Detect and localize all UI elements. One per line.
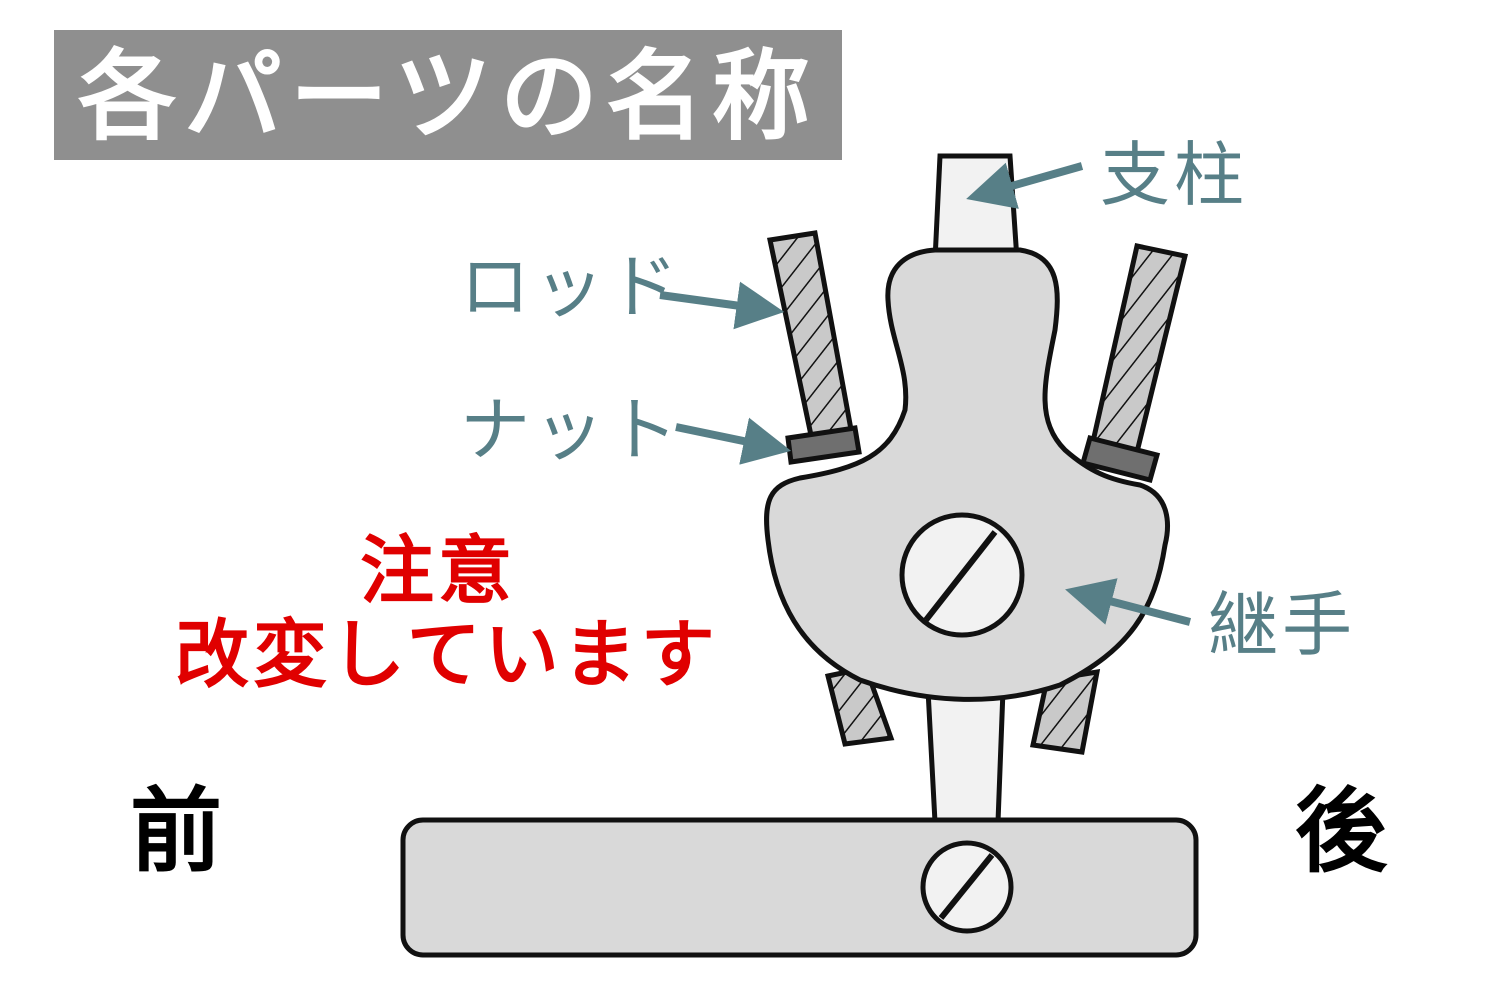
lower-pillar [925,687,1006,825]
title-banner [54,30,842,160]
rod-upper-front [767,230,855,443]
nut-back [1079,434,1161,484]
label-nut: ナット [460,389,682,471]
warning-note: 改変しています [175,612,719,698]
base [400,817,1199,958]
rod-upper-back [1088,243,1189,455]
arrow-joint [1065,578,1192,626]
label-rod: ロッド [460,246,682,328]
arrow-pillar [966,162,1084,209]
label-pillar: 支柱 [1100,134,1248,216]
warning-heading: 注意 [360,528,516,614]
arrow-nut [675,417,792,465]
arrow-rod [659,281,785,330]
label-joint: 継手 [1208,584,1356,666]
label-front: 前 [130,778,223,885]
upper-pillar [932,153,1020,263]
page-title: 各パーツの名称 [78,40,819,154]
label-back: 後 [1295,778,1388,885]
nut-front [785,425,862,465]
